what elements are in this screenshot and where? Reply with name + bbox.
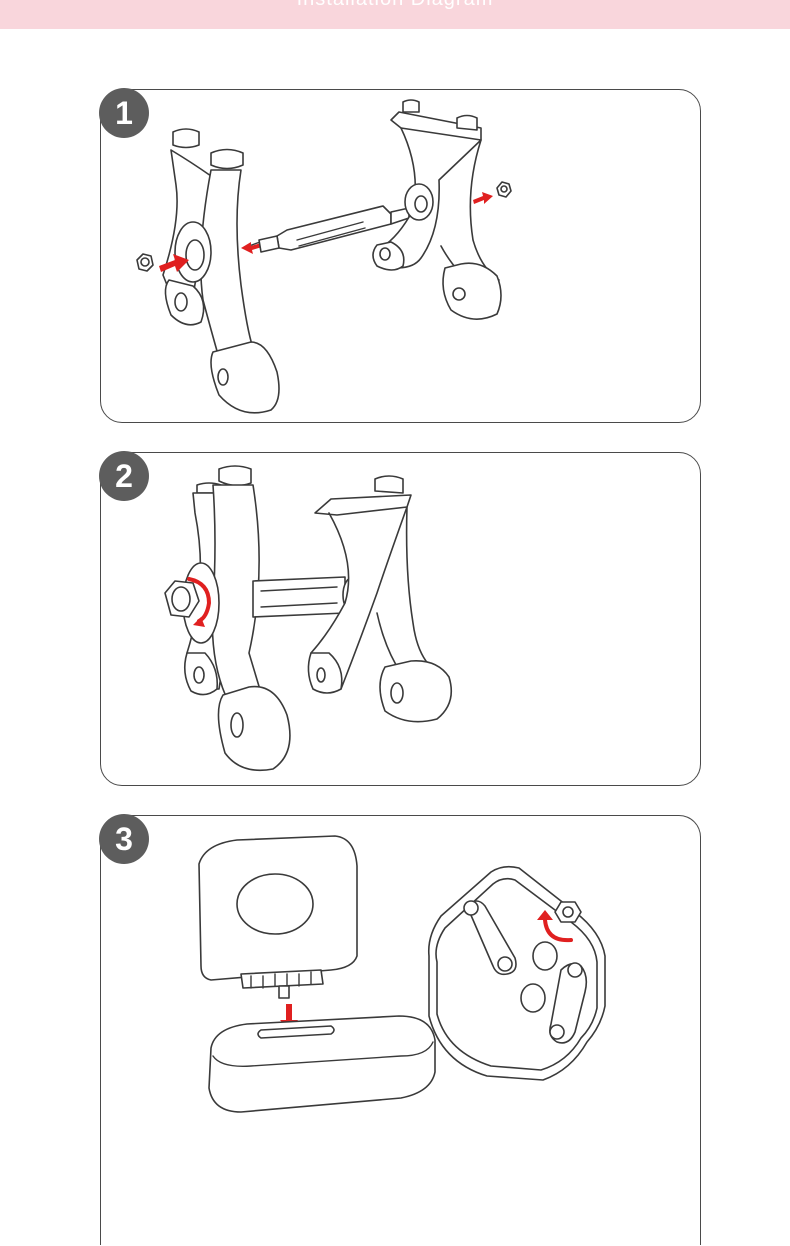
header-banner: Installation Diagram xyxy=(0,0,790,29)
step-1-badge: 1 xyxy=(99,88,149,138)
chair-base-assembly-icon xyxy=(136,99,512,414)
backrest-seat-assembly-icon xyxy=(198,835,606,1113)
step-3-panel: 3 xyxy=(99,814,701,1245)
page-title: Installation Diagram xyxy=(0,0,790,11)
step-2-panel: 2 xyxy=(99,451,701,786)
step-3-badge: 3 xyxy=(99,814,149,864)
tighten-nut-icon xyxy=(164,465,453,772)
step-2-badge: 2 xyxy=(99,451,149,501)
step-1-panel: 1 xyxy=(99,88,701,423)
